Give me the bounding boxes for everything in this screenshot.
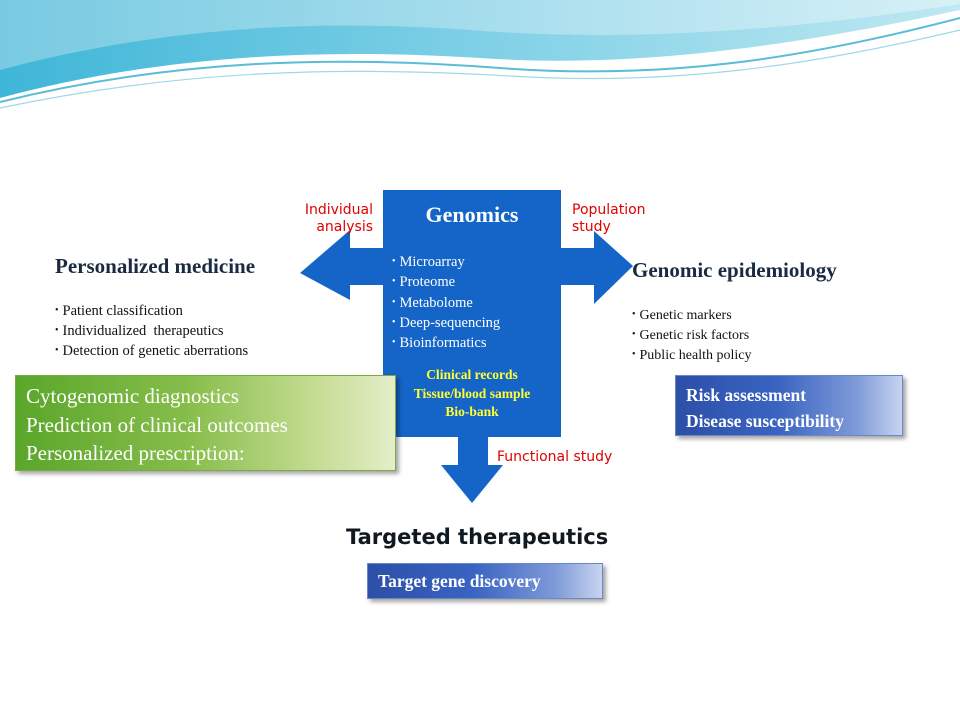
genomic-epidemiology-list: Genetic markers Genetic risk factors Pub… bbox=[632, 305, 752, 365]
list-item: Proteome bbox=[392, 272, 557, 292]
list-item: Patient classification bbox=[55, 301, 248, 321]
label-line: Individual bbox=[304, 202, 373, 218]
population-study-label: Population study bbox=[572, 202, 692, 236]
genomic-epidemiology-title: Genomic epidemiology bbox=[632, 258, 837, 282]
outcome-item: Disease susceptibility bbox=[686, 411, 844, 431]
genomics-resources: Clinical records Tissue/blood sample Bio… bbox=[383, 366, 561, 422]
list-item: Individualized therapeutics bbox=[55, 321, 248, 341]
personalized-medicine-outcomes-box: Cytogenomic diagnostics Prediction of cl… bbox=[15, 375, 396, 471]
outcome-item: Target gene discovery bbox=[378, 571, 541, 591]
genomics-title: Genomics bbox=[425, 202, 519, 227]
list-item: Microarray bbox=[392, 252, 557, 272]
resource-item: Tissue/blood sample bbox=[413, 385, 531, 401]
label-line: Population bbox=[572, 202, 646, 218]
list-item: Genetic markers bbox=[632, 305, 752, 325]
down-arrow bbox=[441, 436, 503, 503]
outcome-item: Risk assessment bbox=[686, 385, 807, 405]
list-item: Metabolome bbox=[392, 293, 557, 313]
outcome-item: Cytogenomic diagnostics bbox=[26, 384, 239, 408]
list-item: Genetic risk factors bbox=[632, 325, 752, 345]
individual-analysis-label: Individual analysis bbox=[265, 202, 373, 236]
targeted-therapeutics-title: Targeted therapeutics bbox=[346, 525, 609, 549]
header-wave-decoration bbox=[0, 0, 960, 109]
list-item: Detection of genetic aberrations bbox=[55, 341, 249, 361]
list-item: Public health policy bbox=[632, 345, 752, 365]
genomics-techniques-list: Microarray Proteome Metabolome Deep-sequ… bbox=[392, 252, 557, 353]
label-line: analysis bbox=[316, 219, 373, 235]
resource-item: Bio-bank bbox=[445, 404, 499, 419]
genomic-epidemiology-outcomes-box: Risk assessment Disease susceptibility bbox=[675, 375, 903, 436]
list-item: Bioinformatics bbox=[392, 333, 557, 353]
right-arrow bbox=[560, 231, 633, 304]
personalized-medicine-title: Personalized medicine bbox=[55, 254, 256, 278]
outcome-item: Personalized prescription: bbox=[26, 441, 245, 465]
personalized-medicine-list: Patient classification Individualized th… bbox=[55, 301, 249, 361]
label-line: study bbox=[572, 219, 611, 235]
resource-item: Clinical records bbox=[426, 367, 518, 382]
list-item: Deep-sequencing bbox=[392, 313, 557, 333]
left-arrow bbox=[300, 230, 390, 300]
functional-study-label: Functional study bbox=[497, 449, 613, 465]
outcome-item: Prediction of clinical outcomes bbox=[26, 412, 288, 437]
targeted-therapeutics-outcomes-box: Target gene discovery bbox=[367, 563, 603, 599]
